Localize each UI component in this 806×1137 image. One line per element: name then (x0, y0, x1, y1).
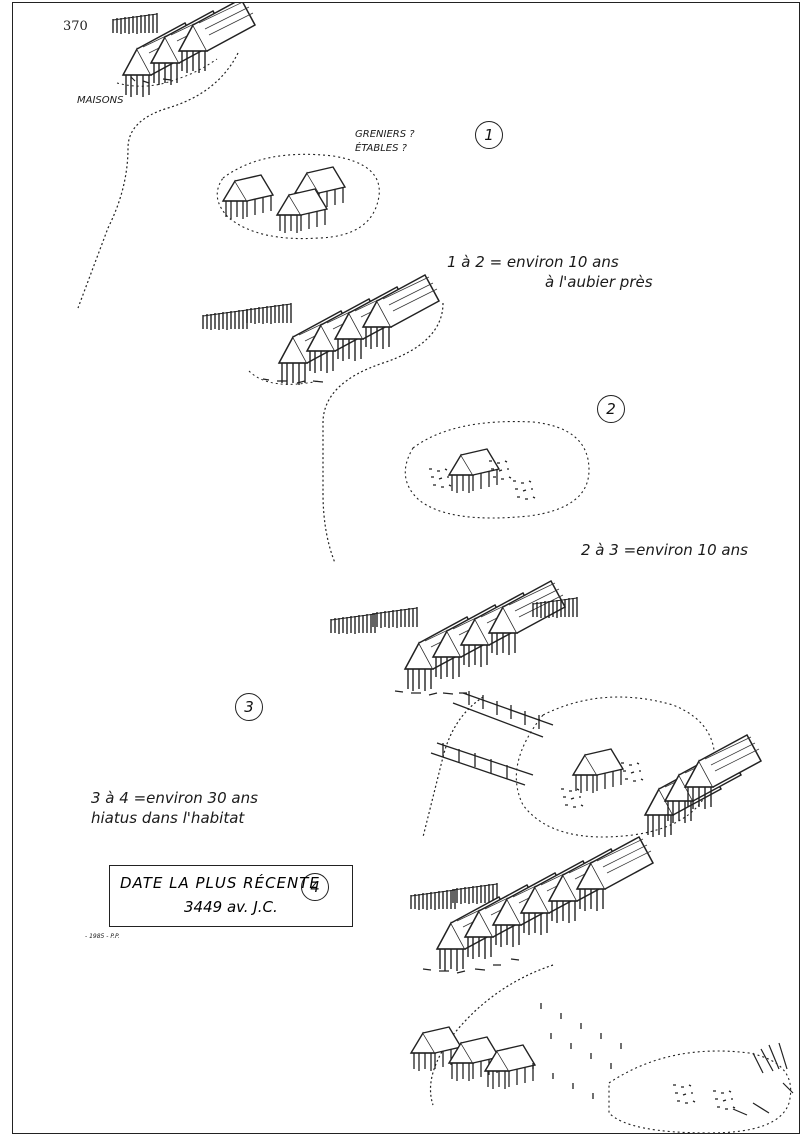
shoreline (78, 53, 238, 308)
date-box: DATE LA PLUS RÉCENTE 3449 av. J.C. (109, 865, 353, 927)
phase-marker-3: 3 (235, 693, 263, 721)
island-4 (609, 1051, 791, 1133)
signature: - 1985 - P.P. (85, 933, 120, 940)
settlement-drawing (13, 3, 801, 1135)
page-number: 370 (63, 19, 88, 34)
phase-marker-2: 2 (597, 395, 625, 423)
date-box-date: 3449 av. J.C. (184, 898, 278, 916)
label-greniers: GRENIERS ? (355, 129, 415, 140)
illustration-frame: 370 MAISONS GRENIERS ? ÉTABLES ? 1 2 3 4… (12, 2, 800, 1134)
interval-1-2-note: à l'aubier près (545, 273, 653, 291)
date-box-title: DATE LA PLUS RÉCENTE (120, 874, 320, 892)
phase-3-houses (331, 581, 577, 695)
phase-2-houses (203, 275, 439, 385)
label-maisons: MAISONS (77, 95, 123, 106)
interval-3-4-note: hiatus dans l'habitat (91, 809, 244, 827)
interval-2-3: 2 à 3 =environ 10 ans (581, 541, 748, 559)
interval-3-4: 3 à 4 =environ 30 ans (91, 789, 258, 807)
bridge (431, 691, 553, 785)
phase-4-houses (411, 837, 653, 973)
interval-1-2: 1 à 2 = environ 10 ans (447, 253, 619, 271)
phase-marker-1: 1 (475, 121, 503, 149)
phase-1-houses (113, 3, 255, 97)
label-etables: ÉTABLES ? (355, 143, 407, 154)
